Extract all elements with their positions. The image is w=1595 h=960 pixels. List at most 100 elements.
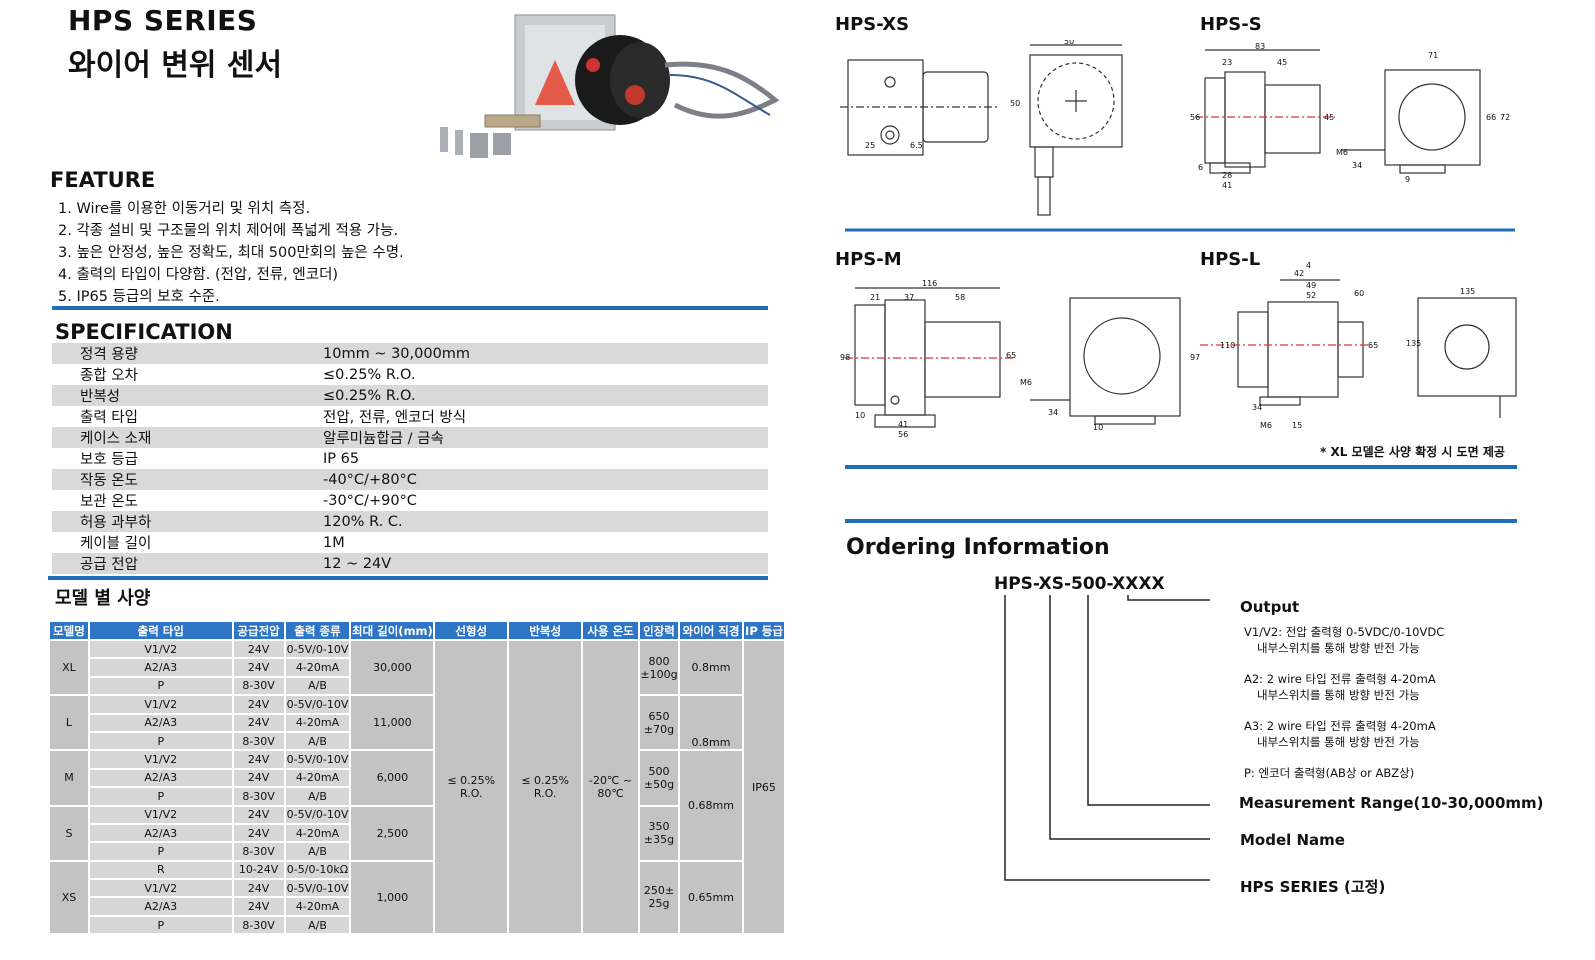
divider — [845, 519, 1517, 523]
feature-item: 5. IP65 등급의 보호 수준. — [58, 289, 220, 305]
dim-label: 98 — [840, 353, 850, 362]
drawing-label-xs: HPS-XS — [835, 14, 910, 35]
dim-label: 72 — [1500, 113, 1510, 122]
drawing-label-l: HPS-L — [1200, 249, 1261, 270]
dim-label: 10 — [1093, 423, 1103, 432]
dim-label: 65 — [1368, 341, 1378, 350]
drawing-label-s: HPS-S — [1200, 14, 1262, 35]
dim-label: 4 — [1306, 261, 1311, 270]
feature-item: 1. Wire를 이용한 이동거리 및 위치 측정. — [58, 201, 311, 217]
table-row: 작동 온도-40°C/+80°C — [52, 469, 768, 490]
range-label: Measurement Range(10-30,000mm) — [1239, 794, 1544, 812]
dim-label: 25 — [865, 141, 875, 150]
dim-label: 135 — [1460, 287, 1475, 296]
dim-label: 50 — [1010, 99, 1020, 108]
dim-label: 66 — [1486, 113, 1496, 122]
dim-label: M6 — [1336, 148, 1348, 157]
product-title: 와이어 변위 센서 — [68, 48, 283, 83]
feature-list: 1. Wire를 이용한 이동거리 및 위치 측정. 2. 각종 설비 및 구조… — [58, 198, 404, 308]
dim-label: M6 — [1260, 421, 1272, 430]
ordering-heading: Ordering Information — [846, 535, 1110, 560]
product-photo — [440, 14, 780, 158]
model-name-label: Model Name — [1240, 831, 1345, 849]
spec-heading: SPECIFICATION — [55, 320, 233, 344]
dim-label: 58 — [955, 293, 965, 302]
dim-label: 60 — [1354, 289, 1364, 298]
divider — [845, 465, 1517, 469]
table-row: 반복성≤0.25% R.O. — [52, 385, 768, 406]
dim-label: 45 — [1277, 58, 1287, 67]
feature-heading: FEATURE — [50, 168, 156, 192]
dim-label: 52 — [1306, 291, 1316, 300]
feature-item: 4. 출력의 타입이 다양함. (전압, 전류, 엔코더) — [58, 267, 339, 283]
dim-label: 10 — [855, 411, 865, 420]
feature-item: 2. 각종 설비 및 구조물의 위치 제어에 폭넓게 적용 가능. — [58, 223, 399, 239]
dim-label: 34 — [1252, 403, 1262, 412]
dim-label: 34 — [1048, 408, 1058, 417]
dim-label: 37 — [904, 293, 914, 302]
divider — [48, 576, 768, 580]
dim-label: 50 — [1064, 40, 1074, 46]
table-row: 종합 오차≤0.25% R.O. — [80, 366, 416, 385]
order-code: HPS-XS-500-XXXX — [994, 574, 1165, 594]
dim-label: 135 — [1406, 339, 1421, 348]
dim-label: 34 — [1352, 161, 1362, 170]
dim-label: 21 — [870, 293, 880, 302]
divider — [52, 306, 768, 310]
dim-label: 41 — [898, 420, 908, 429]
drawing-xs: 50 50 25 6.5 — [840, 40, 1123, 216]
feature-item: 3. 높은 안정성, 높은 정확도, 최대 500만회의 높은 수명. — [58, 245, 404, 261]
drawing-m: 116 21 37 58 98 65 97 41 56 34 10 10 M6 — [840, 279, 1200, 439]
drawing-s: 83 23 45 71 56 45 66 72 28 41 34 9 6 M6 — [1190, 42, 1510, 190]
dim-label: M6 — [1020, 378, 1032, 387]
dim-label: 41 — [1222, 181, 1232, 190]
dimension-drawings: 50 50 25 6.5 83 23 45 71 56 45 66 72 28 … — [840, 40, 1517, 439]
dim-label: 49 — [1306, 281, 1316, 290]
table-row: 보관 온도-30°C/+90°C — [80, 492, 417, 511]
drawing-label-m: HPS-M — [835, 249, 902, 270]
dim-label: 15 — [1292, 421, 1302, 430]
dim-label: 6 — [1198, 163, 1203, 172]
model-table: 모델명 출력 타입 공급전압 출력 종류 최대 길이(mm) 선형성 반복성 사… — [48, 620, 787, 936]
xl-note: * XL 모델은 사양 확정 시 도면 제공 — [1320, 445, 1505, 459]
output-details: V1/V2: 전압 출력형 0-5VDC/0-10VDC 내부스위치를 통해 방… — [1244, 625, 1445, 780]
dim-label: 71 — [1428, 51, 1438, 60]
output-label: Output — [1240, 598, 1300, 616]
dim-label: 116 — [922, 279, 937, 288]
table-header-row: 모델명 출력 타입 공급전압 출력 종류 최대 길이(mm) 선형성 반복성 사… — [48, 620, 787, 641]
dim-label: 110 — [1220, 341, 1235, 350]
dim-label: 28 — [1222, 171, 1232, 180]
dim-label: 56 — [898, 430, 908, 439]
series-title: HPS SERIES — [68, 4, 258, 37]
dim-label: 45 — [1324, 113, 1334, 122]
models-heading: 모델 별 사양 — [55, 588, 151, 609]
dim-label: 23 — [1222, 58, 1232, 67]
dim-label: 56 — [1190, 113, 1200, 122]
dim-label: 83 — [1255, 42, 1265, 51]
order-code-lines — [1004, 595, 1210, 881]
dim-label: 6.5 — [910, 141, 923, 150]
drawing-l: 42 4 49 52 60 110 65 135 135 34 15 M6 — [1200, 261, 1517, 430]
series-label: HPS SERIES (고정) — [1240, 878, 1386, 896]
